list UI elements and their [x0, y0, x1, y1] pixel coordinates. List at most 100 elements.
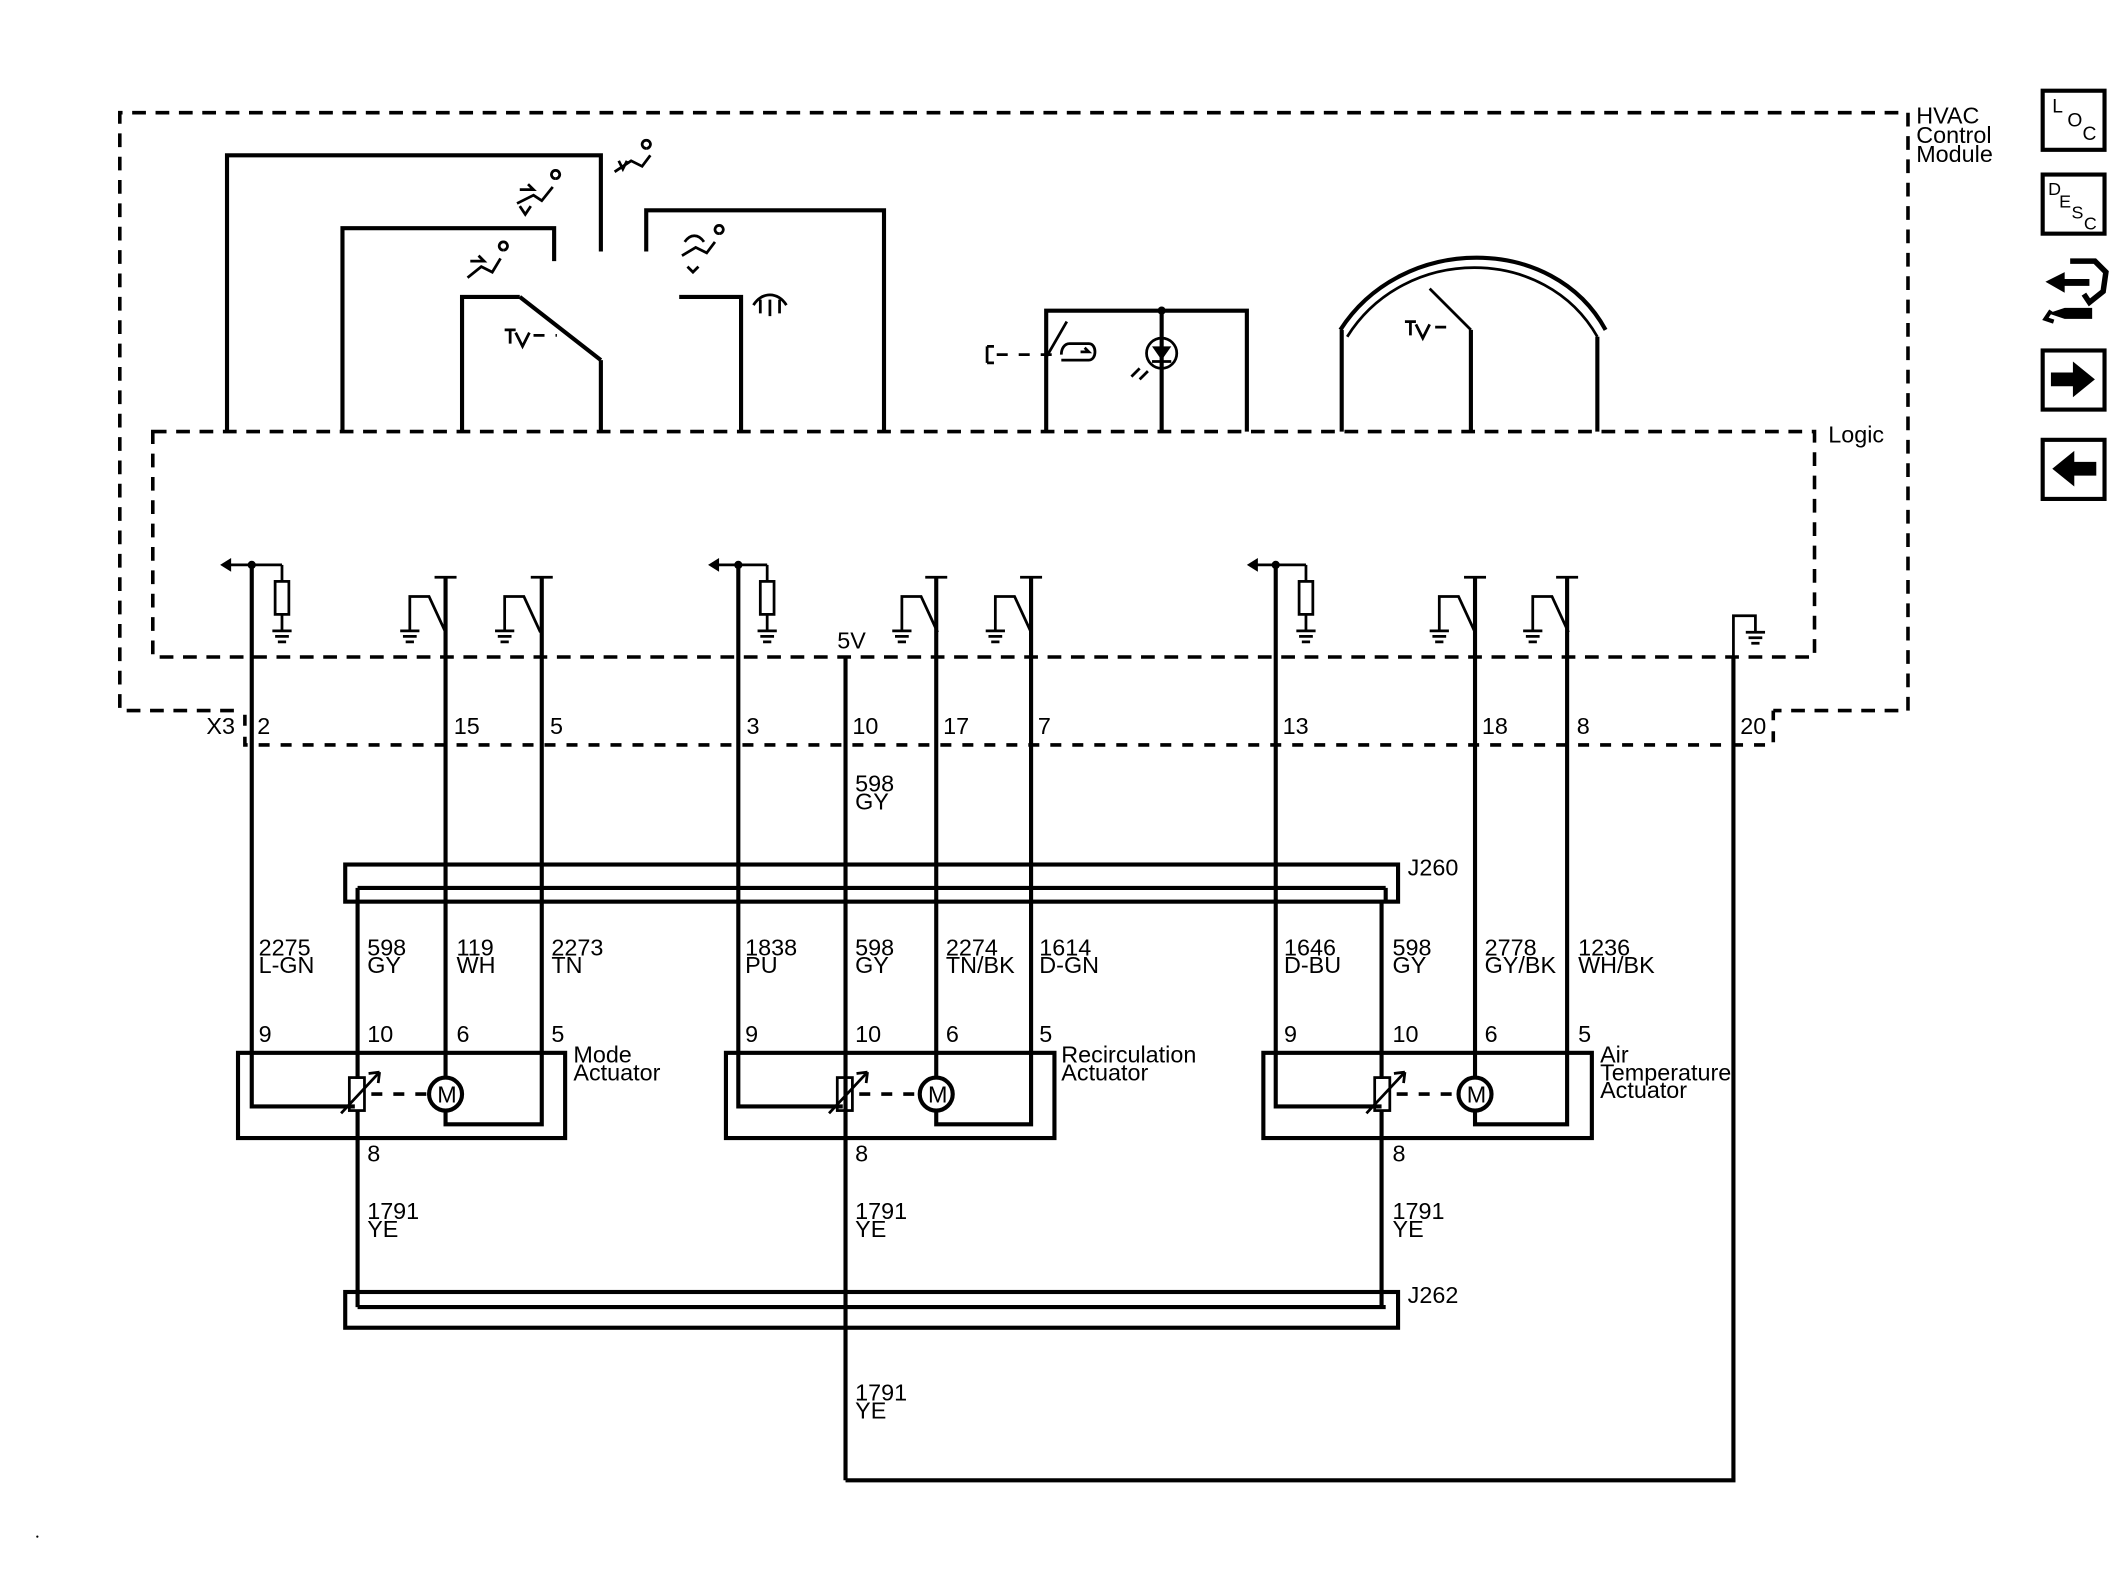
logic-block: Logic: [151, 422, 1884, 659]
floor-defrost-icon: [681, 224, 725, 275]
actuator-label: Recirculation: [1061, 1041, 1196, 1067]
svg-text:O[interactable]: O: [2067, 110, 2082, 131]
svg-text:D-BU: D-BU: [1284, 952, 1341, 978]
x3-connector: X3 2 15 5 3 10 17 7 13 18 8 20: [206, 713, 1766, 739]
svg-text:D-GN: D-GN: [1039, 952, 1099, 978]
svg-text:S[interactable]: S: [2072, 203, 2084, 223]
svg-text:9: 9: [745, 1021, 758, 1047]
motor-label: M: [1467, 1081, 1486, 1107]
logic-circuits: 5V: [220, 558, 1766, 657]
svg-text:GY: GY: [367, 952, 401, 978]
svg-text:6: 6: [1485, 1021, 1498, 1047]
motor-icon: [426, 1075, 465, 1113]
recirculation-actuator: M 9 10 6 5 8 Recirculation Actuator: [723, 1021, 1196, 1166]
pin-label: 17: [943, 713, 969, 739]
svg-text:Actuator: Actuator: [573, 1059, 660, 1085]
svg-text:TN/BK: TN/BK: [946, 952, 1015, 978]
svg-text:Actuator: Actuator: [1600, 1077, 1687, 1103]
svg-text:2274: 2274: [946, 934, 998, 960]
svg-text:YE: YE: [1393, 1216, 1424, 1242]
svg-text:C[interactable]: C: [2084, 214, 2097, 234]
x3-label: X3: [206, 713, 235, 739]
motor-label: M: [437, 1081, 456, 1107]
svg-text:2778: 2778: [1485, 934, 1537, 960]
svg-text:5: 5: [1039, 1021, 1052, 1047]
svg-text:1614: 1614: [1039, 934, 1091, 960]
svg-text:GY: GY: [1393, 952, 1427, 978]
motor-icon: [917, 1075, 955, 1113]
pin-label: 18: [1482, 713, 1508, 739]
wire-circuit: 2275: [259, 934, 311, 960]
svg-text:9: 9: [259, 1021, 272, 1047]
previous-arrow-icon[interactable]: [2040, 437, 2107, 501]
location-button[interactable]: L O C: [2040, 88, 2107, 152]
svg-text:TN: TN: [551, 952, 582, 978]
actuator-label: Air: [1600, 1041, 1629, 1067]
svg-text:WH: WH: [457, 952, 496, 978]
pin-label: 10: [852, 713, 878, 739]
mode-position-contacts: [224, 138, 887, 432]
svg-text:1236: 1236: [1578, 934, 1630, 960]
component-view-icon[interactable]: [2042, 258, 2109, 324]
motor-label: M: [928, 1081, 947, 1107]
feedback-potentiometer-icon: [347, 1076, 366, 1112]
pin-label: 8: [1577, 713, 1590, 739]
module-label: HVAC: [1916, 103, 1979, 129]
hvac-control-module: HVAC Control Module: [118, 103, 1993, 747]
svg-text:119: 119: [457, 934, 494, 960]
svg-text:10: 10: [367, 1021, 393, 1047]
svg-text:1791: 1791: [855, 1380, 907, 1406]
svg-text:GY: GY: [855, 952, 889, 978]
pin-label: 7: [1038, 713, 1051, 739]
svg-text:5: 5: [551, 1021, 564, 1047]
svg-text:YE: YE: [855, 1397, 886, 1423]
svg-text:YE: YE: [855, 1216, 886, 1242]
svg-text:598: 598: [1393, 934, 1432, 960]
pin-label: 5: [550, 713, 563, 739]
svg-text:Module: Module: [1916, 141, 1993, 167]
recirculation-switch: [985, 306, 1249, 432]
svg-text:PU: PU: [745, 952, 777, 978]
svg-text:8: 8: [855, 1140, 868, 1166]
wire-circuit: 598: [855, 771, 894, 797]
floor-vent-icon: [466, 240, 509, 279]
wire-color: GY: [855, 789, 889, 815]
svg-text:D[interactable]: D: [2048, 179, 2061, 199]
logic-label: Logic: [1828, 422, 1884, 448]
wire-color: L-GN: [259, 952, 315, 978]
svg-text:Control: Control: [1916, 122, 1991, 148]
svg-text:Temperature: Temperature: [1600, 1059, 1731, 1085]
svg-text:6: 6: [457, 1021, 470, 1047]
panel-vent-icon: [613, 138, 652, 173]
svg-text:598: 598: [855, 934, 894, 960]
feedback-potentiometer-icon: [835, 1076, 854, 1112]
svg-text:8: 8: [367, 1140, 380, 1166]
splice-j262: J262: [343, 1282, 1458, 1330]
svg-text:L[interactable]: L: [2052, 97, 2063, 118]
pin-label: 2: [257, 713, 270, 739]
svg-text:8: 8: [1393, 1140, 1406, 1166]
pin-label: 3: [747, 713, 760, 739]
next-arrow-icon[interactable]: [2040, 348, 2107, 412]
svg-text:Actuator: Actuator: [1061, 1059, 1148, 1085]
actuator-label: Mode: [573, 1041, 631, 1067]
pin-label: 13: [1283, 713, 1309, 739]
pin-label: 15: [454, 713, 480, 739]
svg-text:598: 598: [367, 934, 406, 960]
svg-text:YE: YE: [367, 1216, 398, 1242]
recirculation-icon: [1059, 342, 1097, 362]
svg-text:E[interactable]: E: [2059, 192, 2071, 212]
harness-wires: [249, 564, 1736, 1483]
svg-text:1838: 1838: [745, 934, 797, 960]
svg-text:GY/BK: GY/BK: [1485, 952, 1557, 978]
splice-j260: J260: [343, 855, 1458, 904]
feedback-potentiometer-icon: [1373, 1076, 1392, 1112]
svg-text:C[interactable]: C: [2083, 124, 2097, 145]
defrost-icon: [752, 293, 788, 317]
description-button[interactable]: D E S C: [2040, 172, 2107, 236]
svg-text:9: 9: [1284, 1021, 1297, 1047]
supply-5v-label: 5V: [837, 628, 866, 654]
svg-text:10: 10: [855, 1021, 881, 1047]
svg-text:2273: 2273: [551, 934, 603, 960]
